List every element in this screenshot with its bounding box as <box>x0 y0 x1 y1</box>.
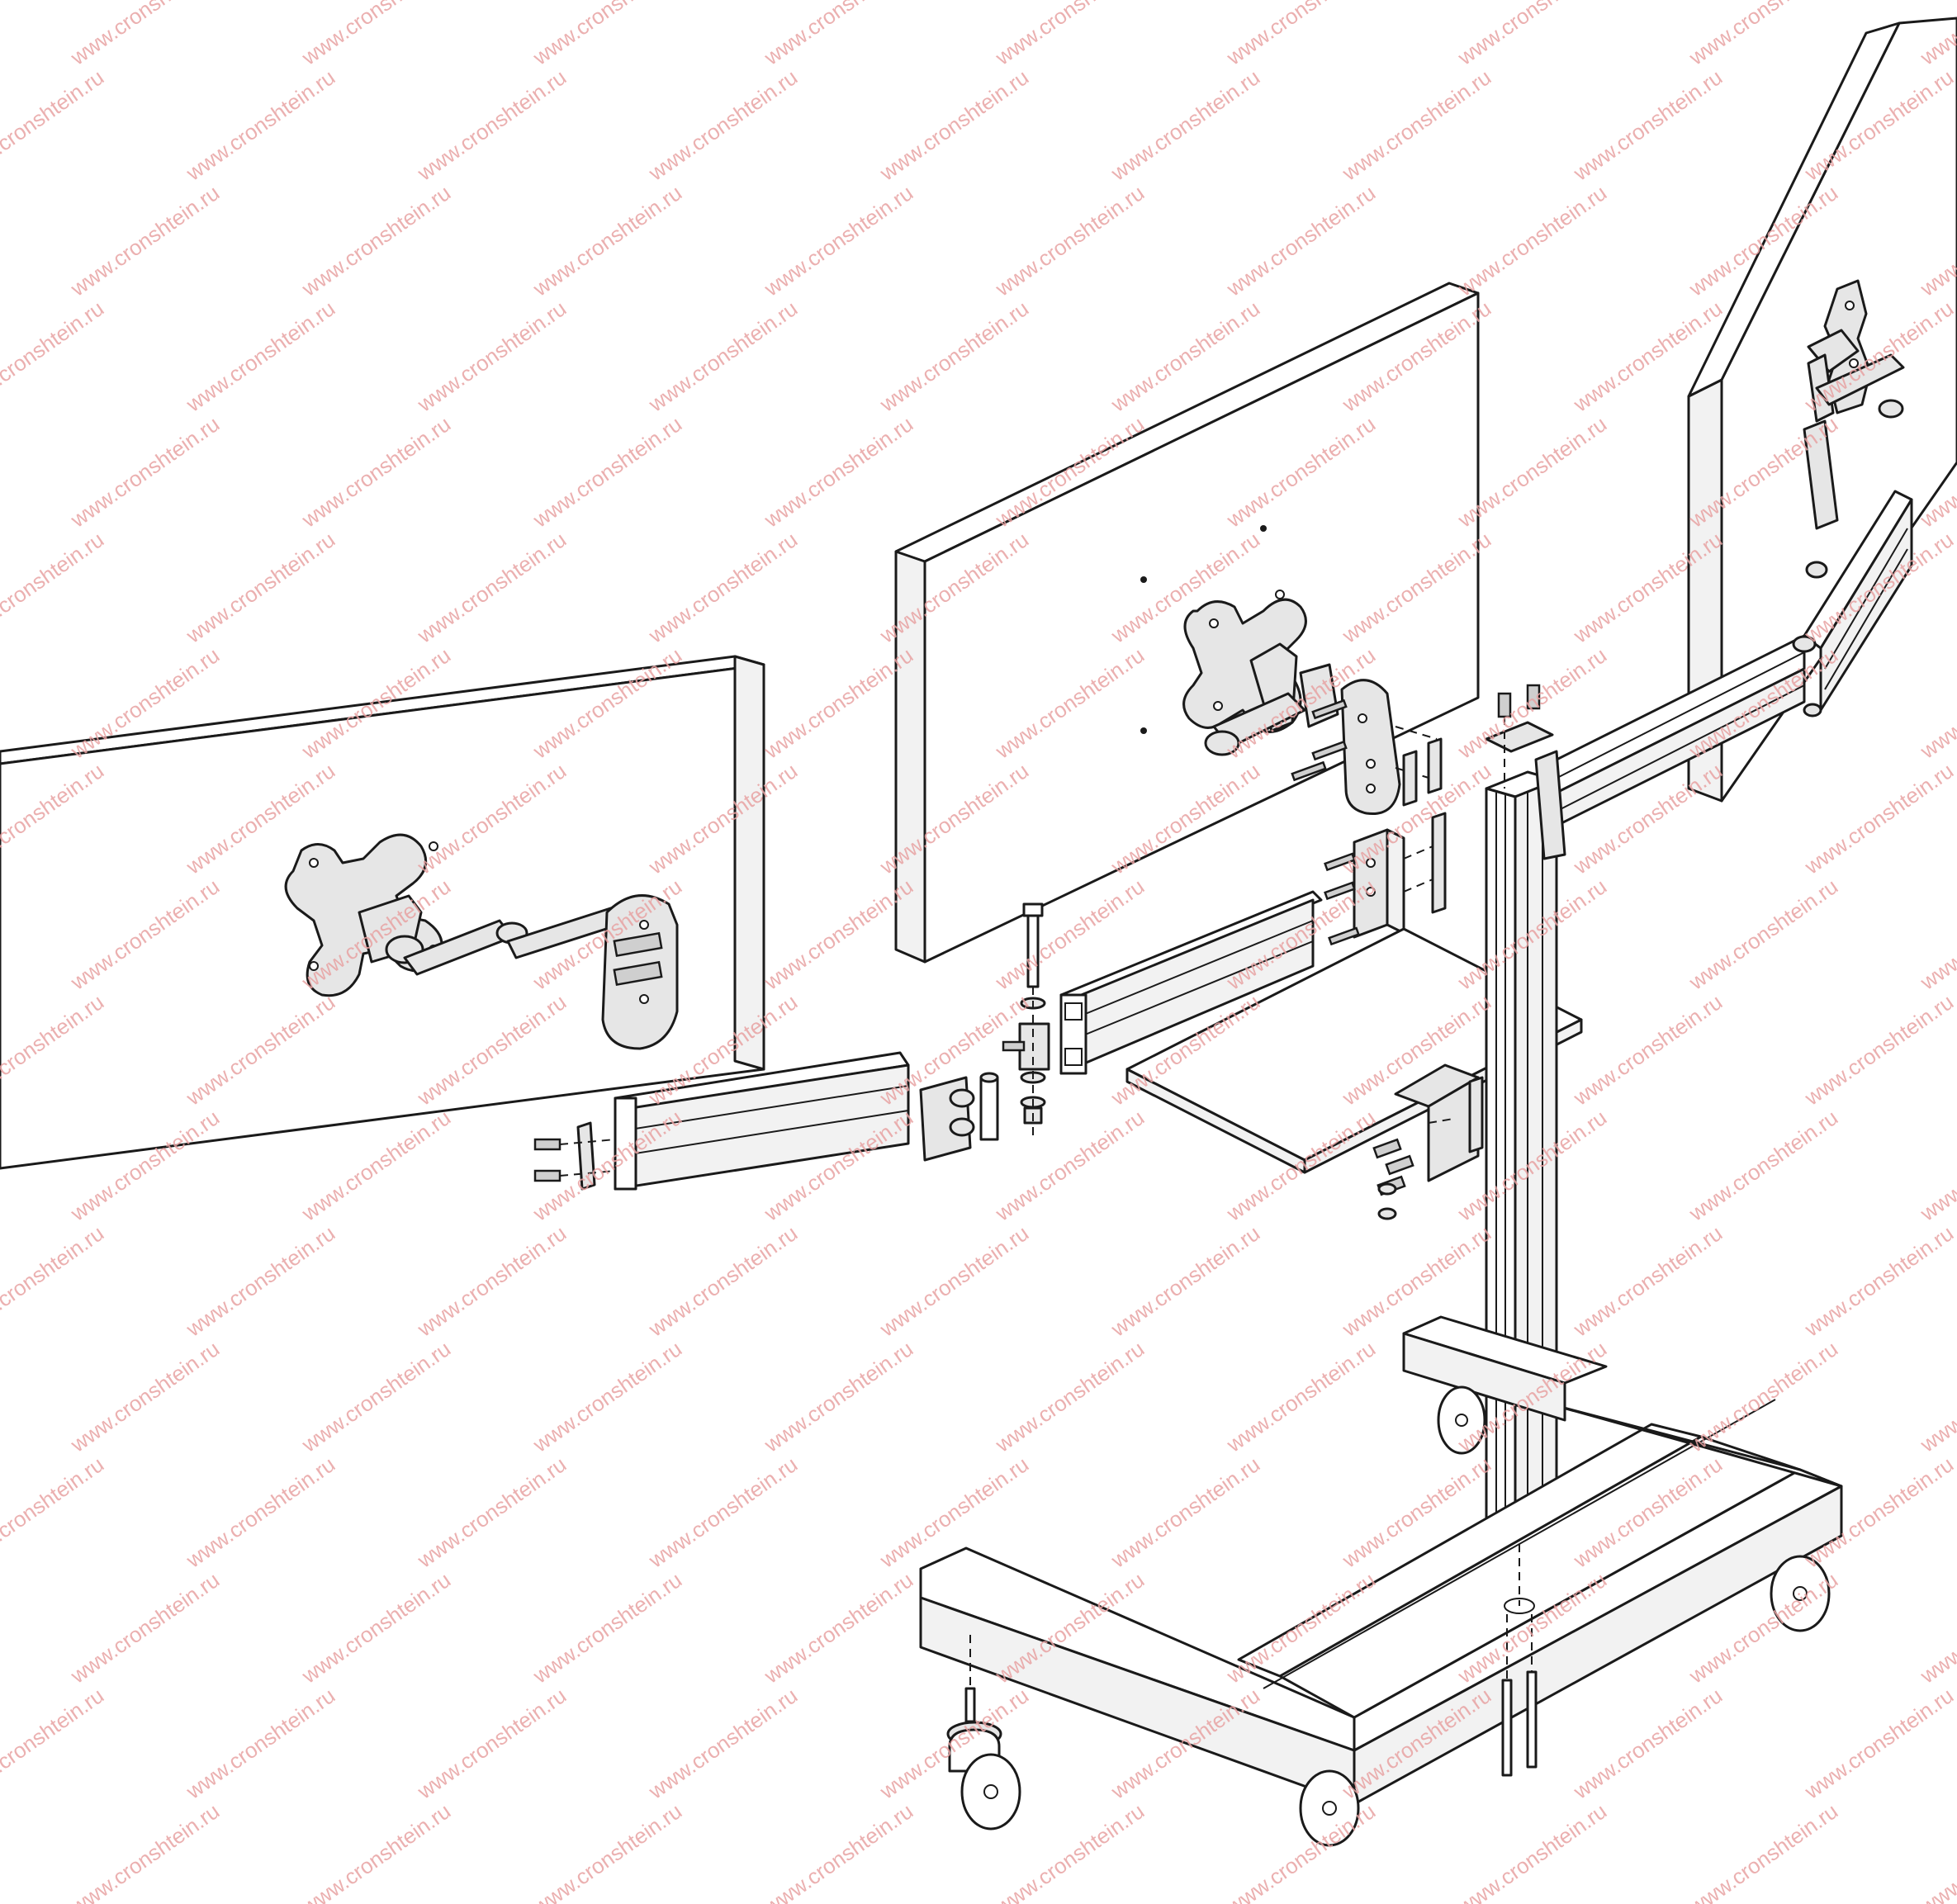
shelf <box>1125 927 1583 1174</box>
column-side-block <box>1534 750 1566 860</box>
caster-rear <box>1437 1385 1486 1455</box>
caster-right <box>1770 1555 1831 1632</box>
center-clamp-plates <box>1402 737 1443 807</box>
left-monitor-swing-arm <box>358 894 633 976</box>
caster-front-center <box>1299 1769 1360 1847</box>
base-bolts <box>1501 1614 1538 1777</box>
right-aluminium-profile-arm <box>1547 490 1913 831</box>
center-aluminium-profile-arm <box>1059 890 1323 1075</box>
center-bolts-upper <box>1291 699 1438 782</box>
base-mounting-hole <box>1504 1544 1535 1614</box>
hinge-bolt-assembly <box>1002 902 1050 1135</box>
column-top-cap <box>1485 684 1554 789</box>
left-arm-hinge <box>919 1072 999 1162</box>
shelf-bracket <box>1372 1063 1484 1220</box>
right-monitor-swing-arm <box>1803 353 1905 579</box>
vertical-column <box>1485 770 1558 1542</box>
center-monitor-swing-arm <box>1204 642 1339 756</box>
caster-front-left <box>946 1635 1021 1831</box>
left-arm-end-cap <box>533 1121 616 1191</box>
left-wall-plate <box>601 894 679 1050</box>
base-frame <box>919 1399 1843 1806</box>
left-aluminium-profile-arm <box>614 1051 910 1191</box>
base-rear-beam <box>1402 1315 1608 1422</box>
center-arm-connector <box>1324 812 1447 946</box>
center-wall-plate <box>1340 679 1401 816</box>
